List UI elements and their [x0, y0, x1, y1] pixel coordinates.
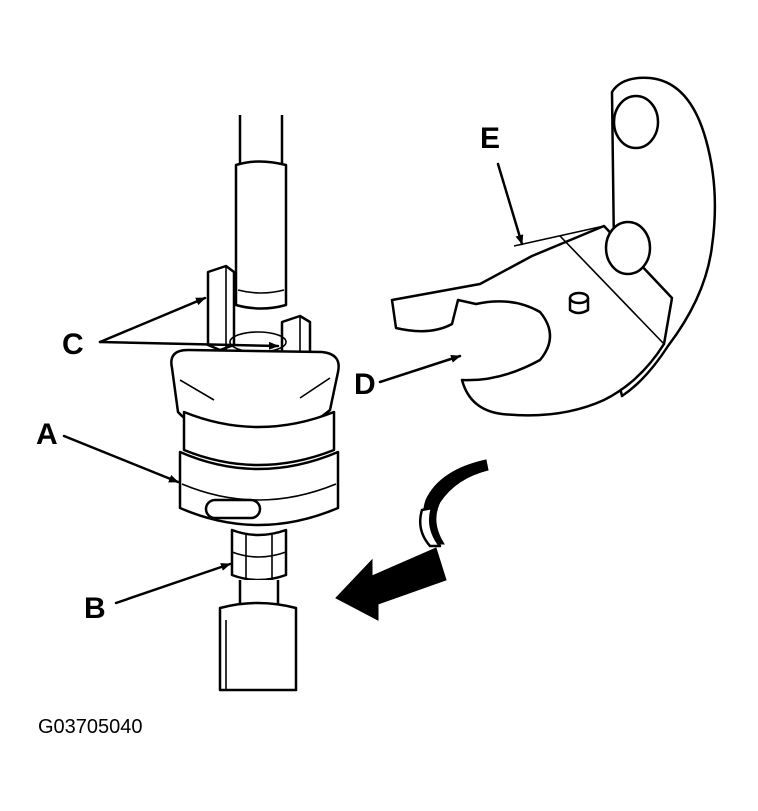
- figure-code: G03705040: [38, 716, 143, 738]
- callout-label-b: B: [84, 592, 106, 625]
- leader-c-upper: [98, 296, 207, 344]
- callout-label-d: D: [354, 368, 376, 401]
- cable-end-housing: [170, 348, 340, 527]
- callout-label-c: C: [62, 328, 84, 361]
- upper-cable: [234, 115, 288, 310]
- leader-e: [496, 162, 524, 246]
- leader-a: [62, 434, 180, 484]
- leader-b: [114, 562, 232, 605]
- leader-lines: [62, 162, 524, 605]
- lower-cable: [218, 580, 298, 692]
- callout-label-e: E: [480, 122, 501, 155]
- mounting-bracket: [390, 76, 717, 417]
- callout-label-a: A: [36, 418, 58, 451]
- hex-nut: [230, 528, 288, 582]
- leader-c-lower: [98, 340, 280, 350]
- rotation-direction-arrow: [335, 459, 489, 621]
- leader-d: [378, 354, 462, 384]
